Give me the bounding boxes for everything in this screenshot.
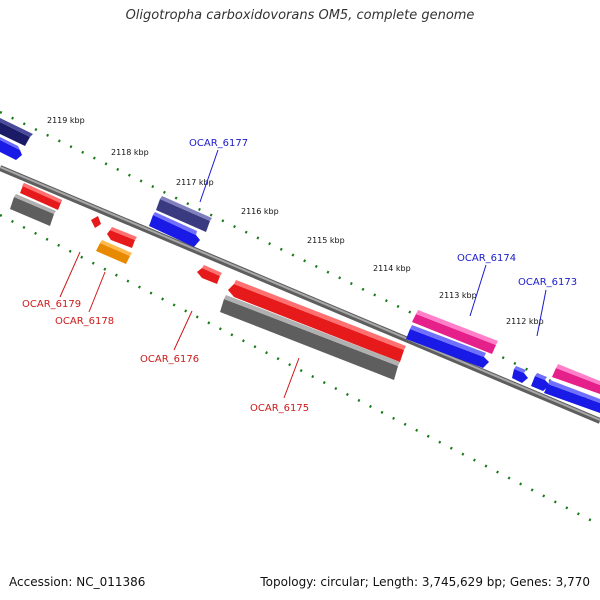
gene-label-ocar-6178[interactable]: OCAR_6178 <box>55 316 114 327</box>
tick-label-2116: 2116 kbp <box>241 207 279 216</box>
gene-label-ocar-6174[interactable]: OCAR_6174 <box>457 253 516 264</box>
gene-ocar-6179 <box>20 183 62 210</box>
gene-feature <box>220 295 400 380</box>
gene-feature <box>531 373 550 391</box>
genome-backbone <box>0 165 600 424</box>
gene-feature <box>149 212 200 247</box>
gene-feature <box>0 137 22 160</box>
gene-label-ocar-6176[interactable]: OCAR_6176 <box>140 354 199 365</box>
gene-ocar-6173 <box>552 364 600 394</box>
tick-labels: 2119 kbp 2118 kbp 2117 kbp 2116 kbp 2115… <box>47 116 544 326</box>
gene-labels: OCAR_6177 OCAR_6174 OCAR_6173 OCAR_6179 … <box>22 138 577 414</box>
label-leaders <box>59 149 547 399</box>
gene-ocar-6177 <box>156 196 212 232</box>
tick-label-2115: 2115 kbp <box>307 236 345 245</box>
gene-feature <box>91 216 101 228</box>
gene-feature <box>544 380 600 413</box>
tick-label-2118: 2118 kbp <box>111 148 149 157</box>
gene-label-ocar-6177[interactable]: OCAR_6177 <box>189 138 248 149</box>
gene-ocar-6174 <box>412 310 498 354</box>
gene-ocar-6178 <box>96 240 132 264</box>
tick-label-2119: 2119 kbp <box>47 116 85 125</box>
gene-ocar-6176 <box>197 265 222 284</box>
gene-feature <box>10 194 56 226</box>
gene-label-ocar-6173[interactable]: OCAR_6173 <box>518 277 577 288</box>
gene-feature <box>0 118 33 146</box>
gene-feature <box>512 366 528 383</box>
tick-label-2113: 2113 kbp <box>439 291 477 300</box>
accession-text: Accession: NC_011386 <box>9 575 146 589</box>
gene-feature <box>406 325 489 368</box>
gene-label-ocar-6175[interactable]: OCAR_6175 <box>250 403 309 414</box>
genome-summary-text: Topology: circular; Length: 3,745,629 bp… <box>260 575 590 589</box>
gene-label-ocar-6179[interactable]: OCAR_6179 <box>22 299 81 310</box>
genome-title: Oligotropha carboxidovorans OM5, complet… <box>125 8 475 23</box>
forward-strand-genes <box>0 118 600 413</box>
tick-label-2117: 2117 kbp <box>176 178 214 187</box>
gene-feature <box>107 227 137 248</box>
tick-label-2112: 2112 kbp <box>506 317 544 326</box>
reverse-strand-genes <box>10 183 406 380</box>
gene-ocar-6175 <box>228 280 406 362</box>
tick-label-2114: 2114 kbp <box>373 264 411 273</box>
